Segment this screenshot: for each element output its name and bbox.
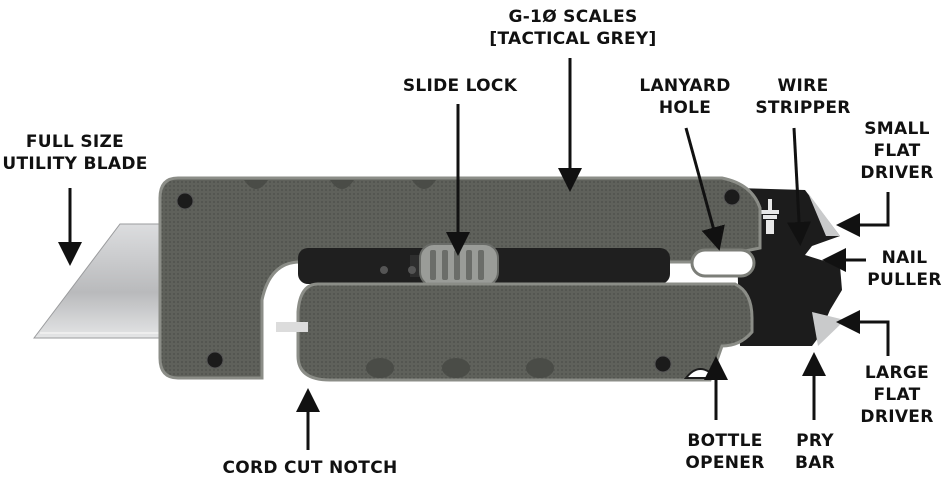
lanyard-hole <box>690 248 756 278</box>
steel-tool-head <box>735 188 842 346</box>
label-large-flat-driver: LARGE FLAT DRIVER <box>860 363 934 427</box>
callout-arrows <box>58 58 890 450</box>
slide-lock-thumb <box>419 243 499 287</box>
label-nail-puller: NAIL PULLER <box>867 248 942 290</box>
cord-cut-notch <box>276 322 308 332</box>
screw-icons <box>176 188 741 373</box>
label-scales: G-1Ø SCALES [TACTICAL GREY] <box>489 7 657 49</box>
label-wire-stripper: WIRE STRIPPER <box>755 76 851 118</box>
upper-grooves <box>244 180 436 189</box>
upper-scale <box>158 176 762 380</box>
label-cord-cut-notch: CORD CUT NOTCH <box>222 458 398 478</box>
label-full-size-blade: FULL SIZE UTILITY BLADE <box>2 132 148 174</box>
gerber-logo-icon <box>761 199 779 234</box>
label-small-flat-driver: SMALL FLAT DRIVER <box>860 119 934 183</box>
lower-grooves <box>366 358 554 378</box>
label-bottle-opener: BOTTLE OPENER <box>685 431 765 473</box>
label-lanyard-hole: LANYARD HOLE <box>639 76 731 118</box>
label-slide-lock: SLIDE LOCK <box>402 76 518 96</box>
label-pry-bar: PRY BAR <box>794 431 836 473</box>
lower-scale <box>296 282 754 382</box>
